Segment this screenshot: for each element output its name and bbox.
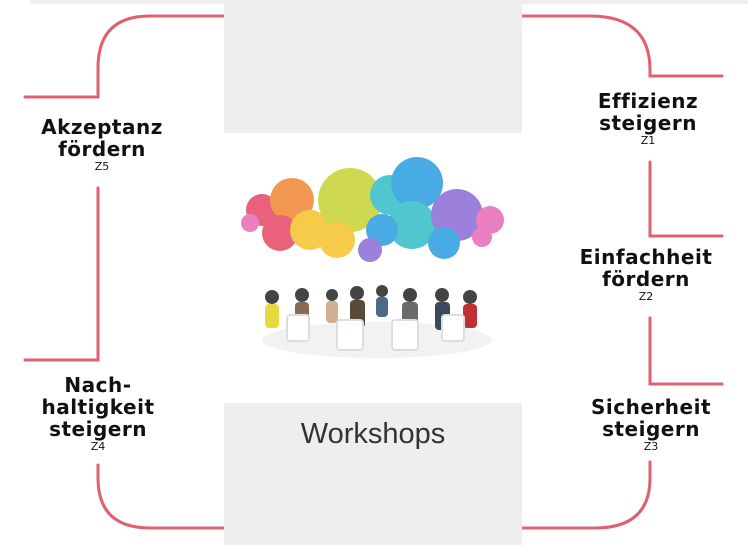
speech-bubbles-icon [241,157,504,262]
connector-bottom-left [96,463,226,530]
connector-right-upper [648,160,724,238]
connector-left [23,186,100,362]
goal-z1-line2: steigern [599,111,697,135]
center-panel-bottom [224,403,522,545]
goal-z4-line3: steigern [49,417,147,441]
goal-z2: Einfachheit fördern Z2 [546,246,746,304]
goal-z4-line2: haltigkeit [41,395,155,419]
center-panel-top [224,0,522,133]
connector-top-right [520,14,724,78]
goal-z5: Akzeptanz fördern Z5 [4,116,200,174]
goal-z2-line2: fördern [602,267,690,291]
connector-bottom-right [520,460,652,530]
goal-z5-code: Z5 [94,160,110,173]
goal-z3: Sicherheit steigern Z3 [556,396,746,454]
goal-z5-line1: Akzeptanz [41,115,163,139]
workshops-label: Workshops [300,418,446,450]
connector-right-lower [648,316,724,386]
goal-z4-code: Z4 [90,440,106,453]
goal-z1-code: Z1 [640,134,656,147]
goal-z3-code: Z3 [643,440,659,453]
goal-z4: Nach- haltigkeit steigern Z4 [4,374,192,454]
people-circle-icon [262,285,492,358]
goal-z3-line2: steigern [602,417,700,441]
goal-z1: Effizienz steigern Z1 [560,90,736,148]
goal-z3-line1: Sicherheit [591,395,711,419]
goal-z5-line2: fördern [58,137,146,161]
goal-z4-line1: Nach- [64,373,132,397]
goal-z1-line1: Effizienz [597,89,699,113]
goal-z2-line1: Einfachheit [579,245,713,269]
workshop-illustration [241,157,504,358]
connector-top-left [23,14,226,99]
goal-z2-code: Z2 [638,290,654,303]
